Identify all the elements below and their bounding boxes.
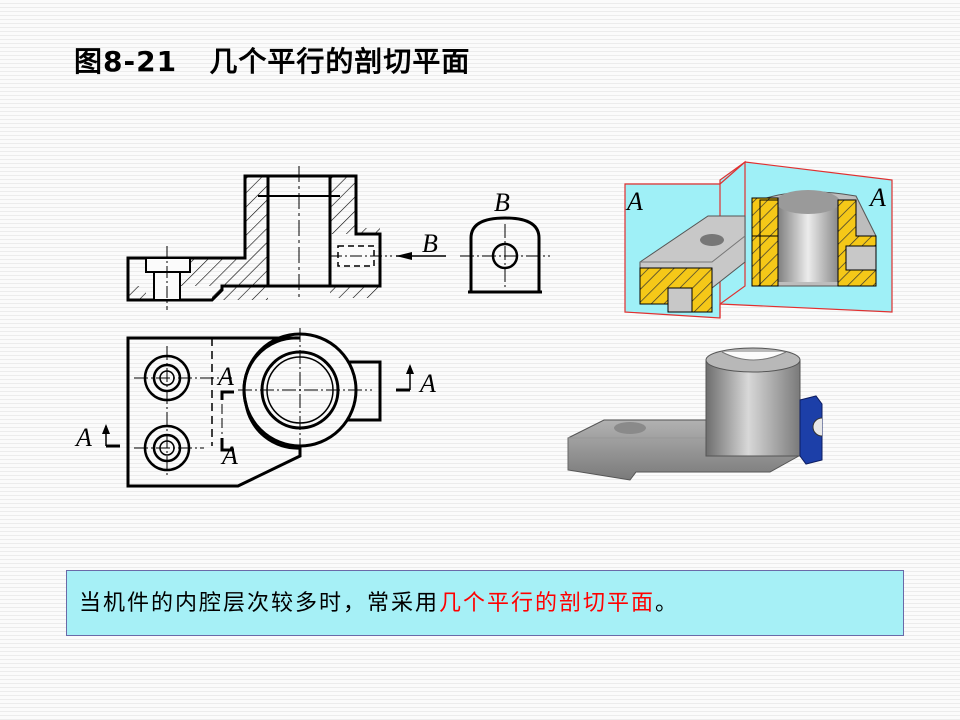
hatch-region-base xyxy=(128,176,268,300)
hatch-region-base-right xyxy=(330,286,380,298)
front-view-outline xyxy=(126,174,382,302)
view-b: B xyxy=(460,188,550,294)
arrow-label-a-right: A xyxy=(418,369,436,398)
sectioned-3d-illustration: A A xyxy=(624,160,893,319)
cut-label-a-lower: A xyxy=(220,441,238,470)
note-period: 。 xyxy=(655,591,680,616)
arrow-label-a-left: A xyxy=(74,423,92,452)
top-view: A A A A xyxy=(74,328,436,488)
view-b-title: B xyxy=(494,188,510,217)
plane-label-a-left: A xyxy=(625,187,643,216)
front-section-view: B xyxy=(126,166,446,310)
note-text: 当机件的内腔层次较多时，常采用 xyxy=(79,591,440,616)
arrow-label-b: B xyxy=(422,229,438,258)
cut-label-a-upper: A xyxy=(216,362,234,391)
note-box: 当机件的内腔层次较多时，常采用几个平行的剖切平面。 xyxy=(66,570,904,636)
solid-3d-illustration xyxy=(567,347,823,481)
hatch-region-boss xyxy=(330,176,356,228)
plane-label-a-right: A xyxy=(868,183,886,212)
page-title: 图8-21 几个平行的剖切平面 xyxy=(74,45,471,78)
note-highlight: 几个平行的剖切平面 xyxy=(439,591,656,616)
technical-drawing: B B A xyxy=(74,160,893,488)
